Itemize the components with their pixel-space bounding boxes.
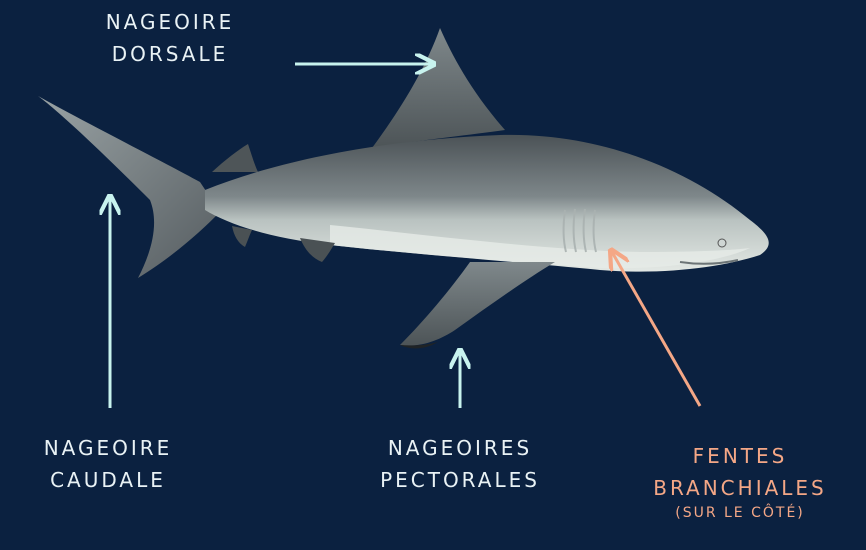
label-gills: FENTES BRANCHIALES (SUR LE CÔTÉ)	[622, 440, 858, 522]
pectoral-fin	[400, 262, 555, 346]
label-gills-note: (SUR LE CÔTÉ)	[622, 504, 858, 522]
label-pectoral-line2: PECTORALES	[380, 468, 540, 492]
label-dorsal: NAGEOIRE DORSALE	[95, 6, 245, 70]
label-caudal-line1: NAGEOIRE	[44, 436, 173, 460]
dorsal-fin	[372, 28, 505, 148]
label-dorsal-line1: NAGEOIRE	[106, 10, 235, 34]
arrow-gills	[612, 252, 700, 406]
label-pectoral-line1: NAGEOIRES	[388, 436, 532, 460]
label-caudal-line2: CAUDALE	[50, 468, 166, 492]
shark-eye	[718, 239, 726, 247]
label-pectoral: NAGEOIRES PECTORALES	[355, 432, 565, 496]
label-dorsal-line2: DORSALE	[112, 42, 229, 66]
label-gills-line2: BRANCHIALES	[653, 476, 827, 500]
caudal-fin	[38, 96, 220, 278]
second-dorsal-fin	[212, 144, 258, 172]
label-gills-line1: FENTES	[693, 444, 788, 468]
label-caudal: NAGEOIRE CAUDALE	[18, 432, 198, 496]
